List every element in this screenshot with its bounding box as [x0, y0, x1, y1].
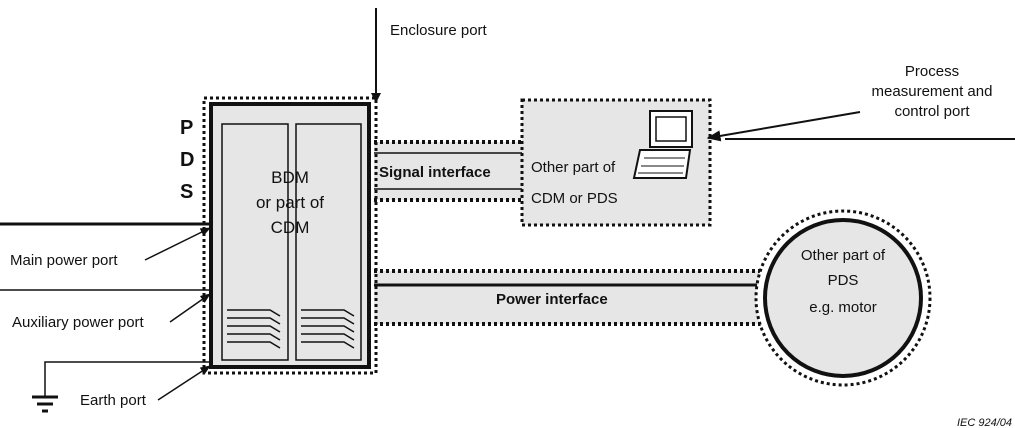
enclosure-port-label: Enclosure port: [390, 22, 488, 39]
motor-line2: PDS: [828, 272, 859, 289]
cabinet-vent-left: [227, 309, 281, 349]
power-interface-band: [374, 269, 775, 326]
other-part-line1: Other part of: [531, 159, 616, 176]
motor-circle: [754, 209, 932, 387]
main-power-port-label: Main power port: [10, 252, 118, 269]
earth-port-label: Earth port: [80, 392, 147, 409]
bdm-line2: or part of: [256, 193, 324, 212]
computer-icon: [632, 110, 693, 179]
earth-ground-icon: [32, 361, 211, 413]
pds-letter-s: S: [180, 181, 193, 203]
process-port-label-3: control port: [894, 103, 970, 120]
motor-line1: Other part of: [801, 247, 886, 264]
process-port-arrow: [706, 111, 861, 142]
auxiliary-power-arrow: [169, 293, 211, 323]
motor-line3: e.g. motor: [809, 299, 877, 316]
bdm-cabinet: [202, 96, 378, 375]
signal-interface-label: Signal interface: [379, 164, 491, 181]
power-interface-label: Power interface: [496, 291, 608, 308]
signal-interface-band: [374, 140, 522, 202]
figure-reference: IEC 924/04: [957, 417, 1012, 428]
pds-letter-d: D: [180, 149, 194, 171]
main-power-arrow: [144, 227, 211, 261]
auxiliary-power-port-label: Auxiliary power port: [12, 314, 145, 331]
bdm-line3: CDM: [271, 218, 310, 237]
process-port-label-1: Process: [905, 63, 959, 80]
process-port-label-2: measurement and: [872, 83, 993, 100]
pds-letter-p: P: [180, 117, 193, 139]
cabinet-vent-right: [301, 309, 355, 349]
bdm-line1: BDM: [271, 168, 309, 187]
other-part-line2: CDM or PDS: [531, 190, 618, 207]
earth-port-arrow: [157, 365, 211, 401]
